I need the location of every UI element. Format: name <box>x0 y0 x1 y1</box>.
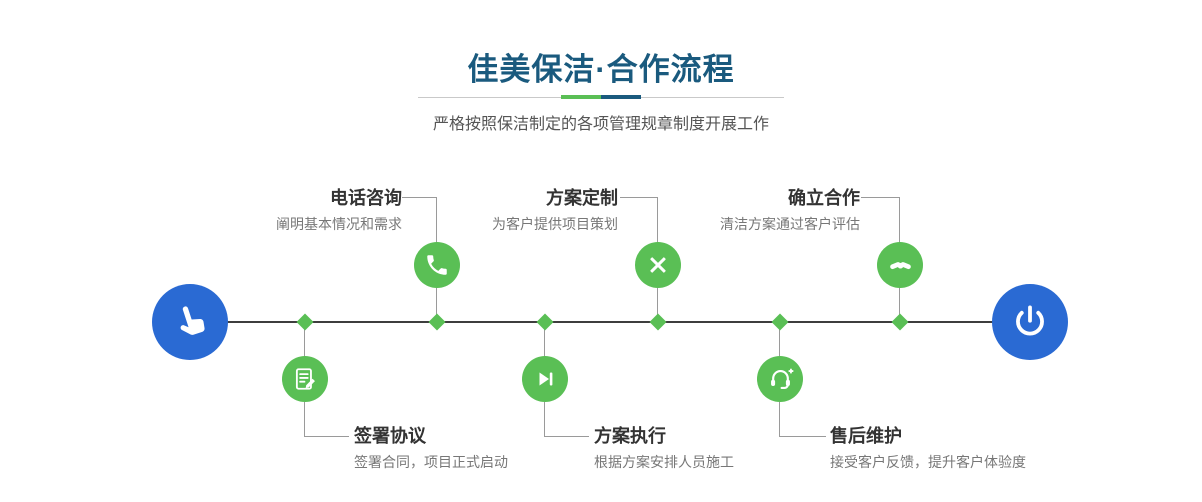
step-desc: 接受客户反馈，提升客户体验度 <box>830 453 1026 470</box>
timeline-end-node <box>992 284 1068 360</box>
hand-pointer-icon <box>170 302 210 342</box>
connector-line <box>544 324 545 356</box>
timeline-node-diamond <box>296 313 314 331</box>
elbow-line <box>304 402 305 437</box>
step-icon-circle <box>635 242 681 288</box>
page-title: 佳美保洁·合作流程 <box>467 52 735 87</box>
headset-icon <box>767 366 794 393</box>
elbow-line <box>620 197 658 198</box>
step-desc: 为客户提供项目策划 <box>492 215 618 232</box>
elbow-line <box>861 197 900 198</box>
elbow-line <box>436 197 437 243</box>
contract-icon <box>292 366 318 392</box>
step-title: 签署协议 <box>354 426 426 446</box>
phone-icon <box>424 252 450 278</box>
elbow-line <box>657 197 658 243</box>
page-subtitle: 严格按照保洁制定的各项管理规章制度开展工作 <box>432 116 769 133</box>
timeline-node-diamond <box>771 313 789 331</box>
step-desc: 清洁方案通过客户评估 <box>720 215 860 232</box>
step-desc: 签署合同，项目正式启动 <box>354 453 508 470</box>
step-title: 售后维护 <box>830 426 902 446</box>
step-icon-circle <box>522 356 568 402</box>
step-icon-circle <box>414 242 460 288</box>
timeline-node-diamond <box>428 313 446 331</box>
elbow-line <box>899 197 900 243</box>
elbow-line <box>544 402 545 437</box>
step-title: 方案执行 <box>594 426 666 446</box>
step-desc: 根据方案安排人员施工 <box>594 453 734 470</box>
play-icon <box>533 367 557 391</box>
elbow-line <box>779 402 780 437</box>
timeline-node-diamond <box>536 313 554 331</box>
timeline-node-diamond <box>649 313 667 331</box>
connector-line <box>436 288 437 318</box>
connector-line <box>899 288 900 318</box>
step-title: 电话咨询 <box>330 188 402 208</box>
elbow-line <box>780 436 826 437</box>
connector-line <box>657 288 658 318</box>
elbow-line <box>545 436 589 437</box>
pencil-ruler-icon <box>645 252 671 278</box>
step-sign-agreement: 签署协议 签署合同，项目正式启动 <box>354 426 584 470</box>
divider-accent <box>561 95 641 99</box>
power-icon <box>1011 303 1049 341</box>
step-icon-circle <box>282 356 328 402</box>
timeline-line <box>227 321 993 323</box>
elbow-line <box>305 436 349 437</box>
step-icon-circle <box>877 242 923 288</box>
step-phone-consult: 电话咨询 阐明基本情况和需求 <box>230 188 402 232</box>
timeline-start-node <box>152 284 228 360</box>
step-title: 确立合作 <box>788 188 860 208</box>
step-title: 方案定制 <box>546 188 618 208</box>
elbow-line <box>402 197 437 198</box>
handshake-icon <box>887 252 914 279</box>
timeline-node-diamond <box>891 313 909 331</box>
step-after-sales: 售后维护 接受客户反馈，提升客户体验度 <box>830 426 1080 470</box>
step-plan-execute: 方案执行 根据方案安排人员施工 <box>594 426 824 470</box>
step-icon-circle <box>757 356 803 402</box>
step-establish-coop: 确立合作 清洁方案通过客户评估 <box>690 188 860 232</box>
connector-line <box>304 324 305 356</box>
connector-line <box>779 324 780 356</box>
step-plan-custom: 方案定制 为客户提供项目策划 <box>448 188 618 232</box>
step-desc: 阐明基本情况和需求 <box>276 215 402 232</box>
